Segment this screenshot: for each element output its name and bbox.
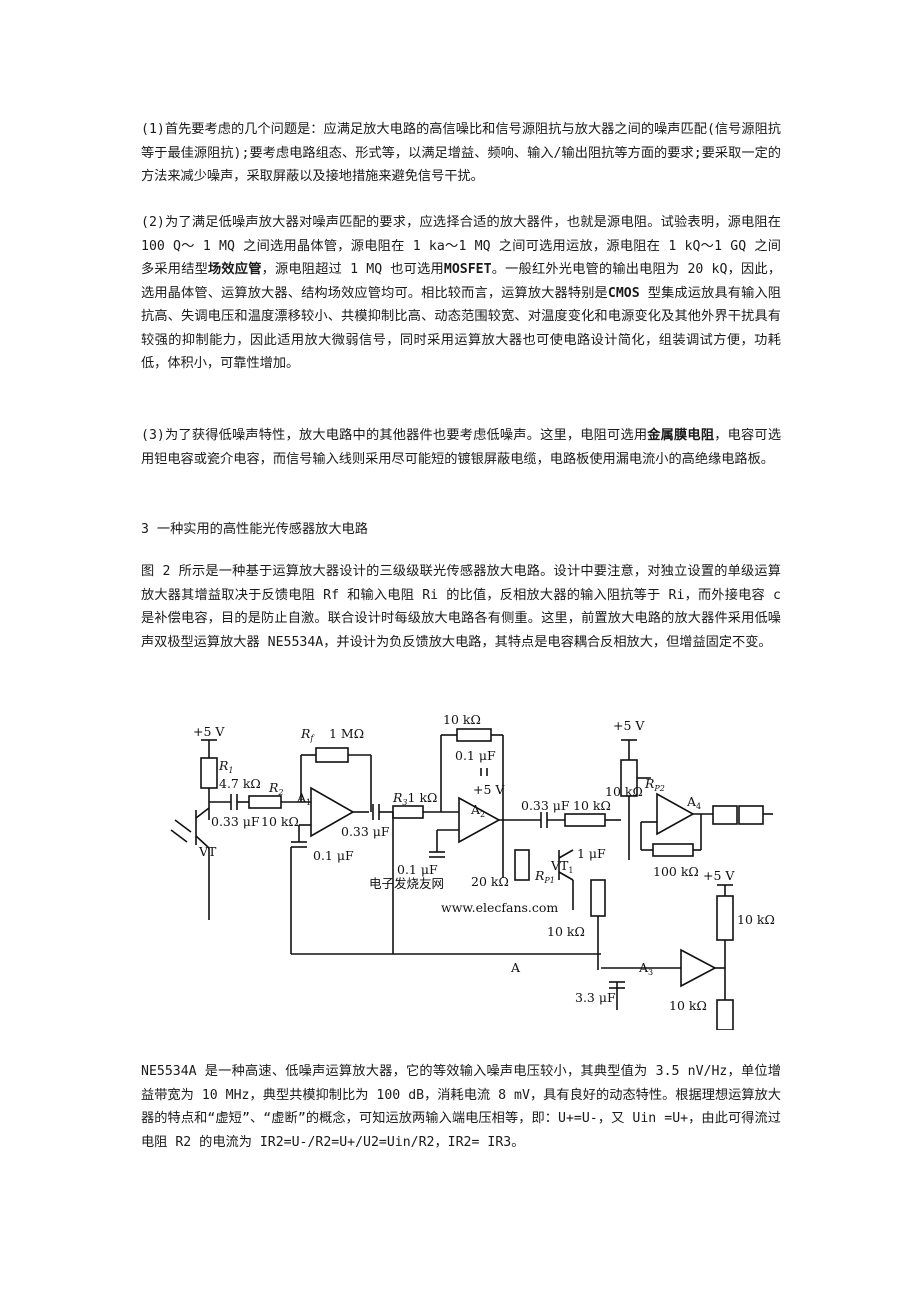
label-r2-value: 10 kΩ	[261, 814, 299, 829]
label-r20k: 20 kΩ	[471, 874, 509, 889]
p3-text-1: (3)为了获得低噪声特性，放大电路中的其他器件也要考虑低噪声。这里，电阻可选用	[141, 428, 648, 443]
label-r1-value: 4.7 kΩ	[219, 776, 261, 791]
p2-text-2: ，源电阻超过 1 MQ 也可选用	[261, 262, 444, 277]
p2-text-3: 。一般红外光电管的输出电阻为 20 kQ，因此，选用晶体管、运算放大器、结构场效…	[141, 262, 782, 301]
label-r10c: 10 kΩ	[547, 924, 585, 939]
circuit-labels: +5 V R1 4.7 kΩ Rf 1 MΩ R2 10 kΩ 0.33 μF …	[193, 712, 775, 1013]
label-c5: 0.1 μF	[397, 862, 438, 877]
label-vt: VT	[198, 844, 217, 859]
label-rp2: RP2	[644, 776, 665, 793]
label-a1: A1	[296, 790, 311, 807]
paragraph-1: (1)首先要考虑的几个问题是：应满足放大电路的高信噪比和信号源阻抗与放大器之间的…	[141, 122, 781, 184]
label-v3: +5 V	[613, 718, 645, 733]
label-r1: R1	[218, 758, 234, 775]
label-v2: +5 V	[473, 782, 505, 797]
label-c8: 3.3 μF	[575, 990, 616, 1005]
label-a: A	[510, 960, 521, 975]
label-vt1: VT1	[550, 858, 573, 875]
link-metal-film-resistor[interactable]: 金属膜电阻	[647, 428, 715, 443]
label-a2: A2	[470, 802, 485, 819]
p2-text-4: 型集成运放具有输入阻抗高、失调电压和温度漂移较小、共模抑制比高、动态范围较宽、对…	[141, 285, 781, 372]
label-rf: Rf	[300, 726, 315, 743]
label-c4: 0.1 μF	[455, 748, 496, 763]
label-rp1: RP1	[534, 868, 555, 885]
label-rf-value: 1 MΩ	[329, 726, 364, 741]
label-c1: 0.33 μF	[211, 814, 260, 829]
watermark-cn: 电子发烧友网	[369, 876, 444, 891]
link-cmos[interactable]: CMOS	[607, 285, 640, 301]
paragraph-3: (3)为了获得低噪声特性，放大电路中的其他器件也要考虑低噪声。这里，电阻可选用金…	[141, 424, 781, 471]
label-r10a: 10 kΩ	[605, 784, 643, 799]
p3-text-2: ，电容可选用钽电容或瓷介电容，而信号输入线则采用尽可能短的镀银屏蔽电缆，电路板使…	[141, 428, 782, 467]
paragraph-5: NE5534A 是一种高速、低噪声运算放大器，它的等效输入噪声电压较小，其典型值…	[141, 1064, 781, 1150]
link-jfet[interactable]: 场效应管	[208, 262, 262, 277]
circuit-diagram: +5 V R1 4.7 kΩ Rf 1 MΩ R2 10 kΩ 0.33 μF …	[170, 712, 775, 1031]
label-r10e: 10 kΩ	[669, 998, 707, 1013]
label-r10d: 10 kΩ	[737, 912, 775, 927]
label-v1: +5 V	[193, 724, 225, 739]
label-a4: A4	[686, 794, 701, 811]
circuit-wires	[170, 728, 773, 1031]
label-r100: 100 kΩ	[653, 864, 699, 879]
label-v4: +5 V	[703, 868, 735, 883]
link-mosfet[interactable]: MOSFET	[443, 262, 492, 277]
label-c2: 0.33 μF	[341, 824, 390, 839]
label-a3: A3	[638, 960, 653, 977]
paragraph-4: 图 2 所示是一种基于运算放大器设计的三级级联光传感器放大电路。设计中要注意，对…	[141, 564, 781, 650]
label-c6: 0.33 μF	[521, 798, 570, 813]
label-r3: R31 kΩ	[392, 790, 437, 807]
watermark-url: www.elecfans.com	[441, 900, 558, 915]
circuit-figure: +5 V R1 4.7 kΩ Rf 1 MΩ R2 10 kΩ 0.33 μF …	[141, 710, 781, 1031]
paragraph-2: (2)为了满足低噪声放大器对噪声匹配的要求，应选择合适的放大器件，也就是源电阻。…	[141, 211, 781, 376]
label-c7: 1 μF	[577, 846, 606, 861]
p2-text-1: (2)为了满足低噪声放大器对噪声匹配的要求，应选择合适的放大器件，也就是源电阻。…	[141, 215, 781, 277]
label-r10b: 10 kΩ	[573, 798, 611, 813]
label-c3: 0.1 μF	[313, 848, 354, 863]
section-heading: 3 一种实用的高性能光传感器放大电路	[141, 522, 368, 537]
label-r-top: 10 kΩ	[443, 712, 481, 727]
label-r2: R2	[268, 780, 284, 797]
